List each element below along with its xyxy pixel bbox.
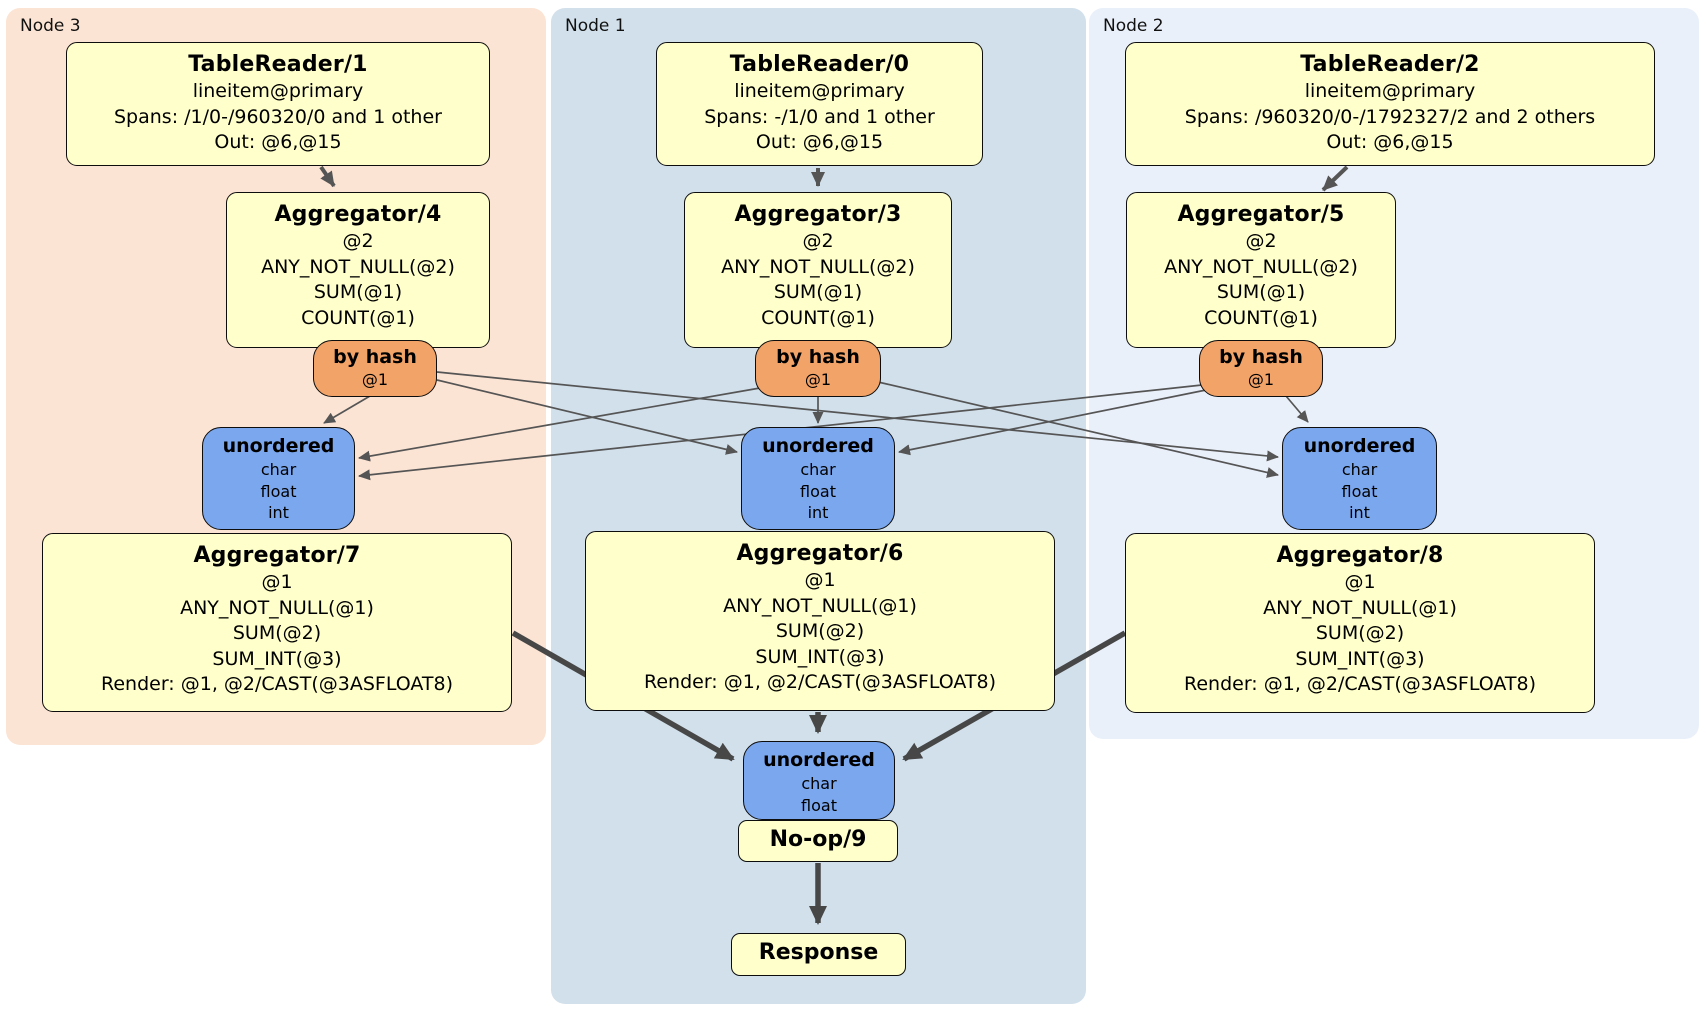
processor-aggregator-5: Aggregator/5 @2 ANY_NOT_NULL(@2) SUM(@1)…	[1126, 192, 1396, 348]
processor-detail: Spans: -/1/0 and 1 other	[704, 105, 935, 128]
node-label: Node 1	[565, 16, 626, 36]
router-title: by hash	[776, 346, 860, 368]
router-title: by hash	[1219, 346, 1303, 368]
processor-title: Aggregator/4	[274, 202, 442, 227]
processor-detail: ANY_NOT_NULL(@1)	[180, 596, 374, 619]
sync-title: unordered	[1303, 435, 1416, 457]
sync-title: unordered	[763, 749, 875, 771]
sync-title: unordered	[222, 435, 335, 457]
processor-detail: SUM(@2)	[1315, 622, 1405, 644]
processor-title: No-op/9	[769, 827, 867, 852]
processor-detail: @2	[342, 230, 374, 252]
processor-title: Aggregator/5	[1177, 202, 1345, 227]
processor-detail: SUM(@1)	[1216, 281, 1306, 303]
processor-tablereader-2: TableReader/2 lineitem@primary Spans: /9…	[1125, 42, 1655, 166]
sync-unordered-node3: unordered char float int	[202, 427, 355, 530]
processor-title: Aggregator/3	[734, 202, 902, 227]
processor-detail: SUM_INT(@3)	[755, 645, 885, 668]
processor-detail: Render: @1, @2/CAST(@3ASFLOAT8)	[1184, 673, 1536, 695]
router-detail: @1	[361, 370, 389, 389]
processor-title: Aggregator/6	[736, 541, 904, 566]
sync-detail: int	[268, 503, 289, 522]
sync-detail: char	[260, 460, 297, 479]
processor-detail: ANY_NOT_NULL(@2)	[721, 255, 915, 278]
sync-unordered-node2: unordered char float int	[1282, 427, 1437, 530]
processor-detail: @1	[804, 569, 836, 591]
processor-aggregator-7: Aggregator/7 @1 ANY_NOT_NULL(@1) SUM(@2)…	[42, 533, 512, 712]
processor-detail: @1	[261, 571, 293, 593]
sync-title: unordered	[762, 435, 874, 457]
processor-aggregator-8: Aggregator/8 @1 ANY_NOT_NULL(@1) SUM(@2)…	[1125, 533, 1595, 713]
router-by-hash-node1: by hash @1	[755, 340, 881, 397]
router-title: by hash	[333, 346, 417, 368]
node-label: Node 3	[20, 16, 81, 36]
sync-detail: int	[1349, 503, 1370, 522]
processor-detail: @2	[1245, 230, 1277, 252]
processor-title: Aggregator/7	[193, 543, 361, 568]
sync-detail: float	[800, 481, 836, 501]
processor-title: TableReader/1	[188, 52, 368, 77]
processor-detail: SUM(@2)	[775, 620, 865, 642]
router-detail: @1	[1247, 370, 1275, 389]
processor-title: TableReader/2	[1300, 52, 1480, 77]
processor-detail: Out: @6,@15	[1326, 131, 1454, 153]
processor-detail: ANY_NOT_NULL(@1)	[723, 594, 917, 617]
processor-detail: SUM(@1)	[313, 281, 403, 303]
processor-title: Response	[758, 940, 879, 965]
router-detail: @1	[804, 370, 832, 389]
processor-detail: @1	[1344, 571, 1376, 593]
processor-detail: lineitem@primary	[192, 80, 364, 102]
sync-detail: float	[260, 481, 297, 501]
processor-aggregator-4: Aggregator/4 @2 ANY_NOT_NULL(@2) SUM(@1)…	[226, 192, 490, 348]
processor-detail: Spans: /1/0-/960320/0 and 1 other	[114, 105, 442, 128]
processor-detail: SUM_INT(@3)	[1295, 647, 1425, 670]
processor-detail: COUNT(@1)	[301, 306, 415, 329]
sync-detail: float	[1341, 481, 1378, 501]
sync-unordered-final: unordered char float	[743, 741, 895, 820]
processor-detail: ANY_NOT_NULL(@2)	[1164, 255, 1358, 278]
processor-tablereader-0: TableReader/0 lineitem@primary Spans: -/…	[656, 42, 983, 166]
processor-detail: lineitem@primary	[1304, 80, 1476, 102]
processor-detail: @2	[802, 230, 834, 252]
sync-detail: char	[800, 460, 836, 479]
response-box: Response	[731, 933, 906, 976]
processor-detail: Spans: /960320/0-/1792327/2 and 2 others	[1184, 105, 1596, 128]
processor-detail: lineitem@primary	[734, 80, 905, 102]
processor-aggregator-6: Aggregator/6 @1 ANY_NOT_NULL(@1) SUM(@2)…	[585, 531, 1055, 711]
processor-detail: Render: @1, @2/CAST(@3ASFLOAT8)	[101, 673, 453, 695]
processor-detail: Out: @6,@15	[755, 131, 884, 153]
processor-title: TableReader/0	[729, 52, 910, 77]
processor-tablereader-1: TableReader/1 lineitem@primary Spans: /1…	[66, 42, 490, 166]
processor-detail: Out: @6,@15	[214, 131, 342, 153]
sync-detail: int	[807, 503, 829, 522]
router-by-hash-node3: by hash @1	[313, 340, 437, 397]
sync-detail: char	[1341, 460, 1378, 479]
processor-detail: ANY_NOT_NULL(@2)	[261, 255, 455, 278]
processor-detail: SUM(@2)	[232, 622, 322, 644]
processor-detail: COUNT(@1)	[761, 306, 875, 329]
processor-detail: COUNT(@1)	[1204, 306, 1318, 329]
sync-detail: char	[801, 774, 837, 793]
processor-detail: SUM_INT(@3)	[212, 647, 342, 670]
processor-detail: SUM(@1)	[773, 281, 863, 303]
node-label: Node 2	[1103, 16, 1164, 36]
sync-unordered-node1: unordered char float int	[741, 427, 895, 530]
processor-detail: ANY_NOT_NULL(@1)	[1263, 596, 1457, 619]
sync-detail: float	[801, 795, 837, 815]
processor-noop-9: No-op/9	[738, 820, 898, 862]
processor-aggregator-3: Aggregator/3 @2 ANY_NOT_NULL(@2) SUM(@1)…	[684, 192, 952, 348]
router-by-hash-node2: by hash @1	[1199, 340, 1323, 397]
processor-detail: Render: @1, @2/CAST(@3ASFLOAT8)	[644, 671, 996, 693]
processor-title: Aggregator/8	[1276, 543, 1444, 568]
